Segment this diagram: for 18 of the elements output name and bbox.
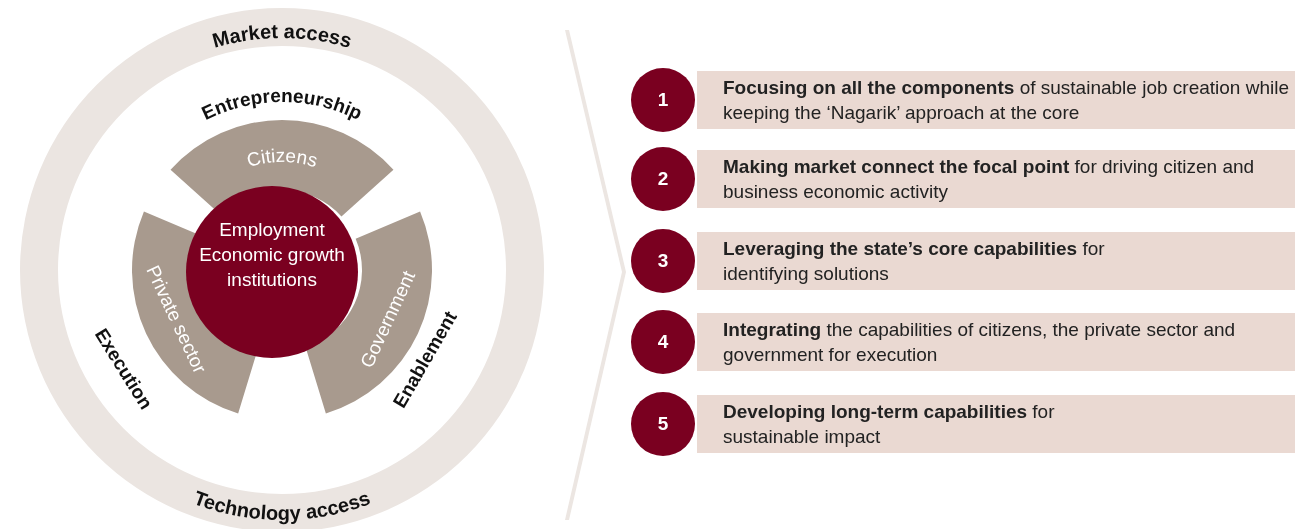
- step-bar: [697, 71, 1295, 129]
- step-bar: [697, 313, 1295, 371]
- step-text: Focusing on all the components of sustainable job creation while keeping the ‘Nagarik’ approach at the core: [723, 76, 1290, 125]
- step-number: 1: [631, 68, 695, 132]
- step-bar: [697, 150, 1295, 208]
- step-text: Developing long-term capabilities for sustainable impact: [723, 400, 1056, 449]
- step-bar: [697, 395, 1295, 453]
- step-text: Integrating the capabilities of citizens, the private sector and government for execution: [723, 318, 1237, 367]
- step-number: 3: [631, 229, 695, 293]
- step-number: 2: [631, 147, 695, 211]
- step-bar: [697, 232, 1295, 290]
- segment-label: Citizens: [244, 144, 320, 171]
- step-number: 4: [631, 310, 695, 374]
- ring-label: Market access: [209, 19, 355, 52]
- ring-label: Entrepreneurship: [198, 84, 366, 124]
- step-text: Making market connect the focal point for driving citizen and business economic activity: [723, 155, 1256, 204]
- step-number: 5: [631, 392, 695, 456]
- step-text: Leveraging the state’s core capabilities for identifying solutions: [723, 237, 1106, 286]
